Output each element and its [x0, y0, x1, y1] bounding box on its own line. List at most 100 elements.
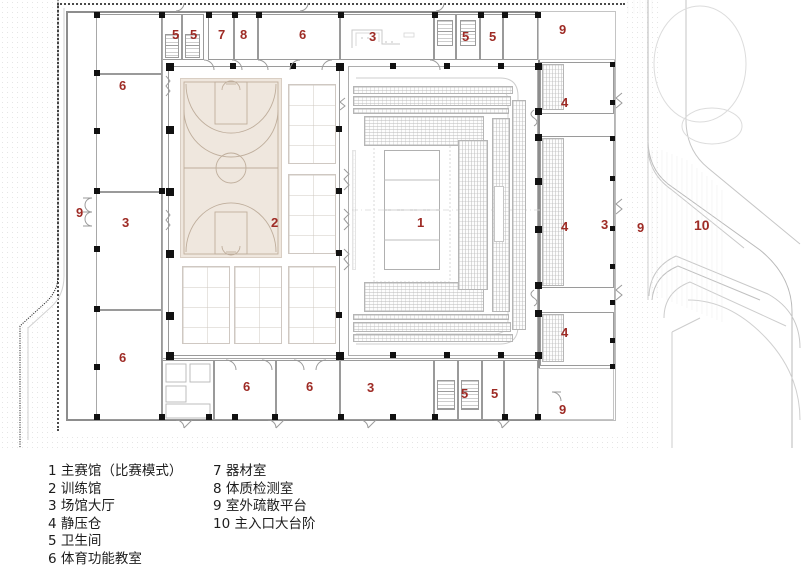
legend-item-label: 训练馆 — [56, 480, 102, 497]
plan-label-l-5-e: 5 — [461, 386, 469, 401]
interior-corridor-wall-left — [96, 14, 97, 420]
legend-item-label: 卫生间 — [56, 533, 102, 550]
plenum-mid-grille — [542, 138, 564, 286]
plan-label-l-5-f: 5 — [491, 386, 499, 401]
structural-columns — [94, 12, 615, 420]
seating-bottom-3 — [353, 314, 509, 320]
legend-item-number: 5 — [48, 533, 57, 550]
legend-item-number: 10 — [213, 515, 231, 532]
legend-item: 2 训练馆 — [48, 481, 182, 499]
plan-label-l-3-left: 3 — [122, 215, 130, 230]
seating-right-band-b — [512, 100, 526, 330]
room-classroom-6-left-upper — [96, 74, 162, 192]
plan-label-l-5-d: 5 — [489, 29, 497, 44]
legend-item-number: 6 — [48, 550, 57, 567]
legend-item: 5 卫生间 — [48, 533, 182, 551]
seating-top-3 — [353, 108, 509, 114]
platform-9-bottom-right — [538, 368, 614, 420]
plan-label-l-5-b: 5 — [190, 27, 198, 42]
plan-label-l-8: 8 — [240, 27, 248, 42]
seating-bottom-2 — [353, 322, 511, 332]
room-service-bottom-left — [162, 360, 214, 420]
plan-label-l-6-b1: 6 — [243, 379, 251, 394]
plan-label-l-1: 1 — [417, 215, 425, 230]
plan-label-l-5-a: 5 — [172, 27, 180, 42]
plan-label-l-2: 2 — [271, 215, 279, 230]
plan-label-l-6-left-bot: 6 — [119, 350, 127, 365]
court-grid-b1 — [182, 266, 230, 344]
room-equipment-7 — [208, 14, 234, 60]
legend-item: 3 场馆大厅 — [48, 498, 182, 516]
plenum-top-grille — [542, 64, 564, 110]
room-fitness-testing-8 — [234, 14, 258, 60]
legend-item: 9 室外疏散平台 — [213, 498, 315, 516]
room-classroom-6-top — [258, 14, 340, 60]
exterior-wall-right — [538, 11, 540, 421]
room-bottom-right-vestibule — [504, 360, 538, 420]
plan-label-l-3-bot: 3 — [367, 380, 375, 395]
plan-label-l-6-b2: 6 — [306, 379, 314, 394]
basketball-court-markings — [183, 80, 279, 256]
stair-top-right-b — [460, 20, 476, 46]
arena-vomitory — [494, 186, 504, 242]
court-grid-r2 — [288, 174, 336, 254]
seating-top-1 — [353, 86, 513, 94]
plan-label-l-6-top: 6 — [299, 27, 307, 42]
exterior-wall-bottom — [66, 419, 540, 421]
legend-item-number: 9 — [213, 498, 222, 515]
stair-top-left-b — [185, 34, 200, 58]
court-grid-b3 — [288, 266, 336, 344]
plan-label-l-4-top: 4 — [561, 95, 569, 110]
legend-item-label: 场馆大厅 — [56, 498, 115, 515]
seating-top-2 — [353, 96, 511, 106]
room-restroom-5e — [480, 14, 503, 60]
bottom-strip-top-wall — [162, 358, 538, 359]
plan-label-l-4-bot: 4 — [561, 325, 569, 340]
legend-item-label: 静压仓 — [56, 515, 102, 532]
court-grid-b2 — [234, 266, 282, 344]
plan-label-l-10: 10 — [694, 217, 710, 233]
legend-item-number: 7 — [213, 463, 222, 479]
seating-bottom-1 — [353, 334, 513, 342]
legend-item: 10 主入口大台阶 — [213, 516, 315, 534]
plan-label-l-3-right: 3 — [601, 217, 609, 232]
plan-label-l-3-top: 3 — [369, 29, 377, 44]
legend-item-number: 4 — [48, 515, 57, 532]
legend-item-label: 主入口大台阶 — [230, 515, 316, 532]
room-restroom-5h — [482, 360, 504, 420]
plan-label-l-4-mid: 4 — [561, 219, 569, 234]
legend-item-label: 主赛馆（比赛模式） — [56, 463, 183, 479]
legend-item-number: 2 — [48, 480, 57, 497]
doors-and-openings — [83, 2, 623, 429]
legend-item: 7 器材室 — [213, 463, 315, 481]
plan-label-l-9-right: 9 — [637, 220, 645, 235]
legend-item-number: 1 — [48, 463, 57, 479]
room-classroom-6-left-lower — [96, 310, 162, 420]
legend-item: 6 体育功能教室 — [48, 551, 182, 569]
stair-bottom-a — [437, 380, 455, 410]
legend-item-label: 器材室 — [221, 463, 267, 479]
room-classroom-6-bottom-1 — [214, 360, 276, 420]
legend-item-label: 体质检测室 — [221, 480, 294, 497]
plan-label-l-9-left: 9 — [76, 205, 84, 220]
stair-bottom-b — [461, 380, 479, 410]
legend-item-label: 室外疏散平台 — [221, 498, 307, 515]
plan-label-l-7: 7 — [218, 27, 226, 42]
room-classroom-6-bottom-2 — [276, 360, 340, 420]
room-lobby-3-bottom — [340, 360, 434, 420]
legend-item-label: 体育功能教室 — [56, 550, 142, 567]
interior-wall-left-2 — [162, 14, 163, 420]
room-top-right-vestibule — [503, 14, 538, 60]
seating-left-edge — [352, 150, 356, 270]
legend-item-number: 3 — [48, 498, 57, 515]
court-grid-r1 — [288, 84, 336, 164]
plan-label-l-9-tr: 9 — [559, 22, 567, 37]
stair-top-right-a — [437, 20, 453, 46]
exterior-wall-left — [66, 11, 68, 421]
plan-label-l-5-c: 5 — [462, 29, 470, 44]
legend-item-number: 8 — [213, 480, 222, 497]
